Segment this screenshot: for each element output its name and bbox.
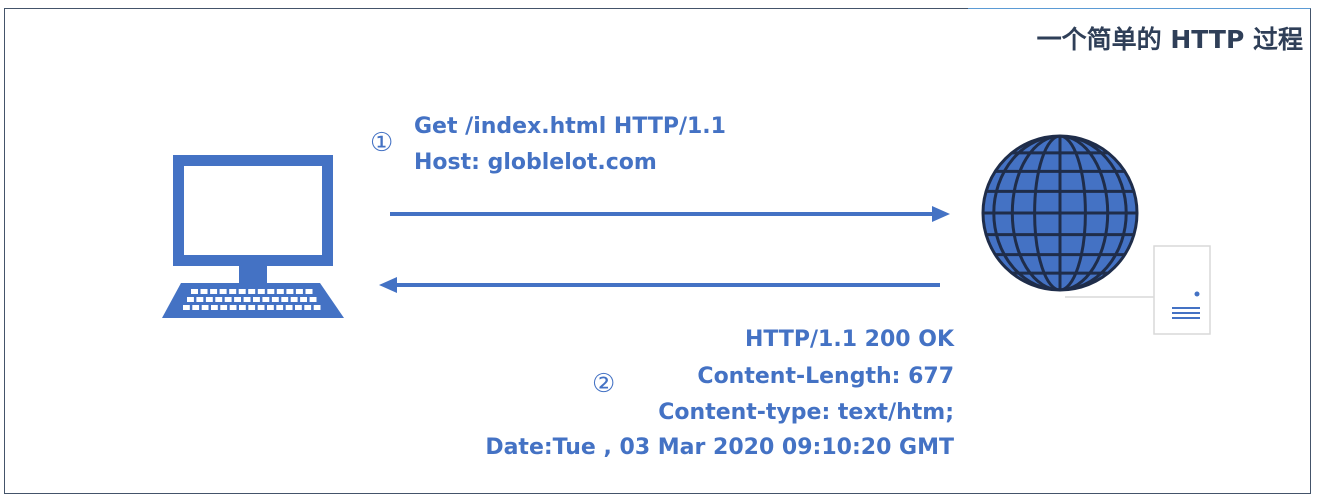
keyboard-key <box>276 305 284 310</box>
keyboard-key <box>262 297 270 302</box>
response-line-4: Date:Tue , 03 Mar 2020 09:10:20 GMT <box>485 435 954 460</box>
response-line-3: Content-type: text/htm; <box>658 400 954 425</box>
keyboard-key <box>257 289 265 294</box>
keyboard-key <box>267 305 274 310</box>
request-line-2: Host: globlelot.com <box>414 150 657 175</box>
keyboard-key <box>183 305 190 310</box>
keyboard-key <box>276 289 284 294</box>
keyboard-key <box>257 305 265 310</box>
keyboard-key <box>224 297 232 302</box>
keyboard-key <box>253 297 260 302</box>
response-line-1: HTTP/1.1 200 OK <box>744 327 954 352</box>
keyboard-key <box>286 289 294 294</box>
keyboard-key <box>191 289 198 294</box>
keyboard-key <box>300 297 307 302</box>
keyboard-key <box>295 305 302 310</box>
computer-icon <box>162 155 344 318</box>
keyboard-key <box>201 305 209 310</box>
keyboard-key <box>290 297 298 302</box>
title-tab <box>968 8 1311 66</box>
keyboard-key <box>238 289 246 294</box>
globe-icon <box>981 134 1139 292</box>
keyboard-key <box>211 305 218 310</box>
keyboard-key <box>200 289 208 294</box>
keyboard-key <box>210 289 218 294</box>
keyboard-key <box>220 305 228 310</box>
keyboard-key <box>305 289 313 294</box>
keyboard-key <box>205 297 213 302</box>
keyboard-key <box>192 305 200 310</box>
keyboard-key <box>243 297 251 302</box>
keyboard-key <box>267 289 275 294</box>
keyboard-key <box>196 297 204 302</box>
keyboard-key <box>248 305 256 310</box>
keyboard-key <box>309 297 317 302</box>
keyboard-key <box>285 305 293 310</box>
request-step-marker: ① <box>370 128 394 158</box>
diagram-title: 一个简单的 HTTP 过程 <box>1036 25 1303 54</box>
keyboard-key <box>271 297 279 302</box>
request-line-1: Get /index.html HTTP/1.1 <box>414 114 726 139</box>
keyboard-key <box>187 297 194 302</box>
keyboard-key <box>229 305 237 310</box>
keyboard-key <box>229 289 237 294</box>
keyboard-key <box>313 305 321 310</box>
keyboard-key <box>215 297 223 302</box>
keyboard-key <box>281 297 289 302</box>
keyboard-key <box>239 305 246 310</box>
request-arrow <box>390 206 950 222</box>
keyboard-key <box>295 289 303 294</box>
keyboard-key <box>248 289 256 294</box>
keyboard-key <box>219 289 227 294</box>
response-line-2: Content-Length: 677 <box>697 364 954 389</box>
keyboard-key <box>304 305 312 310</box>
keyboard-key <box>234 297 241 302</box>
server-icon <box>1065 245 1211 335</box>
response-step-marker: ② <box>592 369 616 399</box>
diagram-frame <box>4 8 1311 494</box>
response-arrow <box>379 277 940 293</box>
